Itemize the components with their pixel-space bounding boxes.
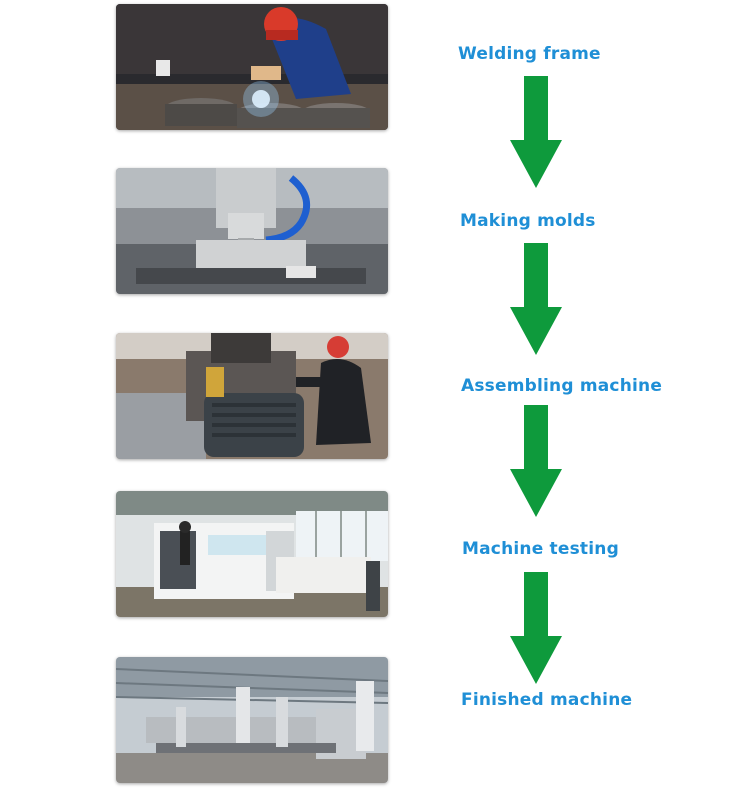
- welding-photo: [116, 4, 388, 130]
- step-label-machine-testing: Machine testing: [462, 539, 619, 559]
- milling-photo: [116, 168, 388, 294]
- step-label-finished-machine: Finished machine: [461, 690, 633, 710]
- step-label-assembling-machine: Assembling machine: [461, 376, 663, 396]
- factory-photo: [116, 657, 388, 783]
- arrow-down-icon: [510, 572, 562, 684]
- step-label-making-molds: Making molds: [460, 211, 596, 231]
- arrow-down-icon: [510, 243, 562, 355]
- arrow-down-icon: [510, 76, 562, 188]
- arrow-down-icon: [510, 405, 562, 517]
- assembly-photo: [116, 333, 388, 459]
- testing-photo: [116, 491, 388, 617]
- step-label-welding-frame: Welding frame: [458, 44, 601, 64]
